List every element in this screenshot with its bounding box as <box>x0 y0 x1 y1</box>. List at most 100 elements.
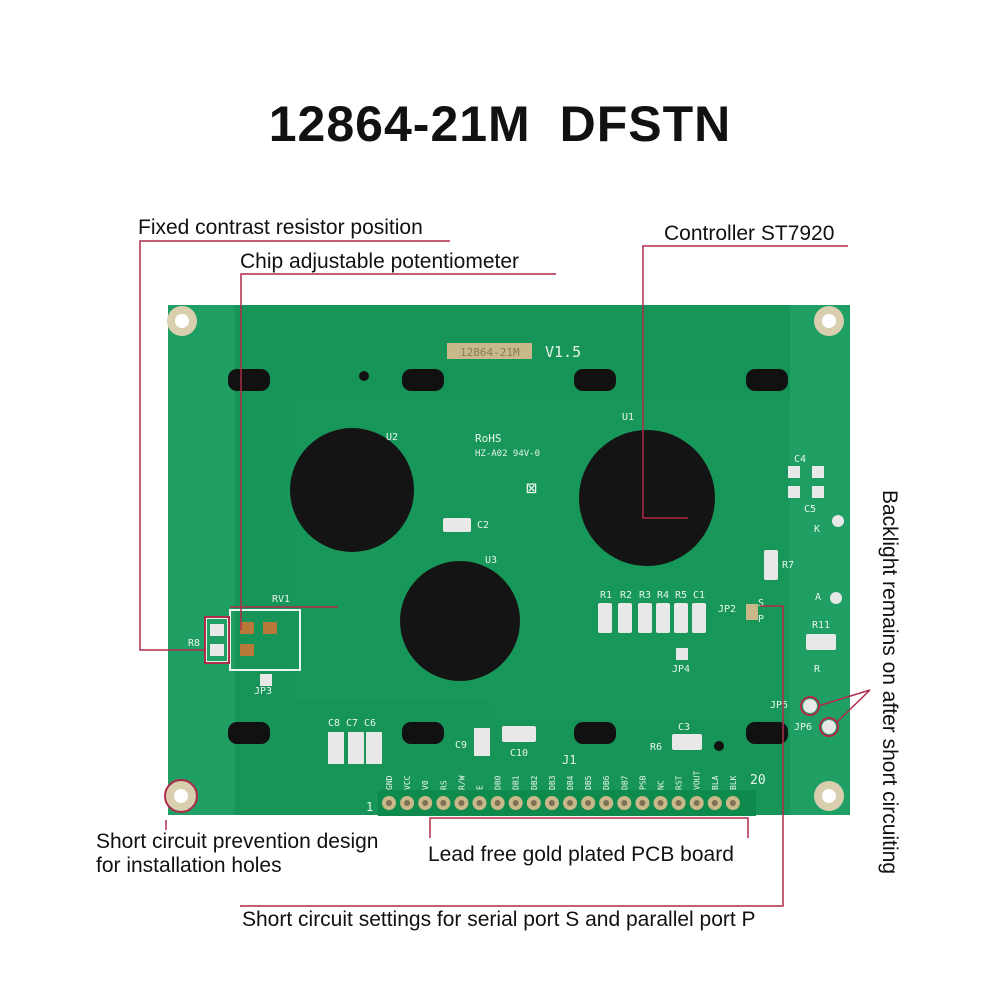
smd-c9 <box>474 728 490 756</box>
pin-hole <box>404 800 411 806</box>
pin-hole <box>621 800 628 806</box>
label-r7: R7 <box>782 560 794 571</box>
jp4-pad <box>676 648 688 660</box>
chip-u3-blob <box>400 561 520 681</box>
chip-u1-label: U1 <box>622 412 634 423</box>
chip-u2-label: U2 <box>386 432 398 443</box>
pin-label: DB0 <box>494 775 503 790</box>
label-c3: C3 <box>678 722 690 733</box>
pin-label: GND <box>385 775 394 790</box>
mounting-hole-bottom-right <box>814 781 844 811</box>
pin-label: V0 <box>421 780 430 790</box>
label-c6: C6 <box>364 718 376 729</box>
cert-mark: HZ-A02 94V-0 <box>475 449 540 459</box>
pin-label: VCC <box>403 775 412 790</box>
label-c9: C9 <box>455 740 467 751</box>
label-r3: R3 <box>639 590 651 601</box>
label-j1: J1 <box>562 753 576 767</box>
label-a: A <box>815 592 821 603</box>
pin-hole <box>458 800 465 806</box>
pin-label: DB5 <box>584 775 593 790</box>
callout-line-potentiometer <box>240 273 556 630</box>
smd-c10 <box>502 726 536 742</box>
callout-line-serial-parallel <box>240 605 784 907</box>
label-c5: C5 <box>804 504 816 515</box>
pin-first-number: 1 <box>366 800 373 814</box>
callout-holes-line2: for installation holes <box>96 854 282 877</box>
highlight-jp6 <box>819 717 839 737</box>
callout-line-gold <box>429 817 749 838</box>
callout-gold-plated: Lead free gold plated PCB board <box>428 843 734 866</box>
clip <box>228 369 270 391</box>
label-r11: R11 <box>812 620 830 631</box>
pin-hole <box>440 800 447 806</box>
callout-backlight: Backlight remains on after short circuit… <box>878 490 901 874</box>
chip-u1-blob <box>579 430 715 566</box>
clip <box>402 369 444 391</box>
callout-controller: Controller ST7920 <box>664 222 835 245</box>
smd-c4 <box>788 466 800 478</box>
pin-label: DB3 <box>548 775 557 790</box>
pin-hole <box>494 800 501 806</box>
callout-line-controller <box>642 245 848 519</box>
via-bottom <box>714 741 724 751</box>
clip <box>574 369 616 391</box>
jp6-pad <box>822 720 836 734</box>
chip-u2-blob <box>290 428 414 552</box>
smd-components <box>328 466 836 764</box>
label-r6: R6 <box>650 742 662 753</box>
smd-r11 <box>806 634 836 650</box>
label-r2: R2 <box>620 590 632 601</box>
pin-pads <box>378 790 756 816</box>
pin-hole <box>711 800 718 806</box>
label-c4: C4 <box>794 454 806 465</box>
pin-label: DB1 <box>512 775 521 790</box>
label-r8: R8 <box>188 638 200 649</box>
pin-hole <box>386 800 392 806</box>
smd-r3 <box>638 603 652 633</box>
mounting-hole-bottom-left <box>166 781 196 811</box>
pot-rv1 <box>229 609 301 671</box>
backlight-k-pad <box>832 515 844 527</box>
clip <box>402 722 444 744</box>
pin-label: DB7 <box>620 775 629 790</box>
pin-hole <box>603 800 610 806</box>
pin-label: DB6 <box>602 775 611 790</box>
pin-label: RS <box>439 780 448 790</box>
pin-label: PSB <box>638 775 647 790</box>
label-c2: C2 <box>477 520 489 531</box>
highlight-r8 <box>204 616 230 664</box>
callout-holes-line1: Short circuit prevention design <box>96 830 379 853</box>
callout-lines <box>139 240 871 907</box>
smd-c2 <box>443 518 471 532</box>
frame-clips <box>228 369 788 744</box>
smd-c7 <box>348 732 364 764</box>
jp2-pad <box>746 604 758 620</box>
smd-c4b <box>812 466 824 478</box>
page-title: 12864-21M DFSTN <box>268 96 732 152</box>
smd-c5b <box>812 486 824 498</box>
pin-label: VOUT <box>693 771 702 790</box>
label-jp6: JP6 <box>794 722 812 733</box>
highlight-hole <box>164 779 198 813</box>
label-r1: R1 <box>600 590 612 601</box>
smd-r8-pad-bottom <box>210 644 224 656</box>
model-stamp: 12864-21M <box>460 346 520 359</box>
smd-c6 <box>366 732 382 764</box>
mounting-hole-top-left <box>167 306 197 336</box>
smd-c8 <box>328 732 344 764</box>
pin-label: NC <box>657 780 666 790</box>
label-c7: C7 <box>346 718 358 729</box>
mounting-hole-top-right <box>814 306 844 336</box>
label-jp4: JP4 <box>672 664 690 675</box>
callout-line-backlight-1 <box>817 689 871 707</box>
pin-label: BLK <box>729 775 738 790</box>
pin-hole <box>639 800 646 806</box>
smd-c1 <box>692 603 706 633</box>
label-jp3: JP3 <box>254 686 272 697</box>
callout-fixed-resistor: Fixed contrast resistor position <box>138 216 423 239</box>
pin-label: E <box>476 785 485 790</box>
backlight-a-pad <box>830 592 842 604</box>
highlight-jp5 <box>800 696 820 716</box>
